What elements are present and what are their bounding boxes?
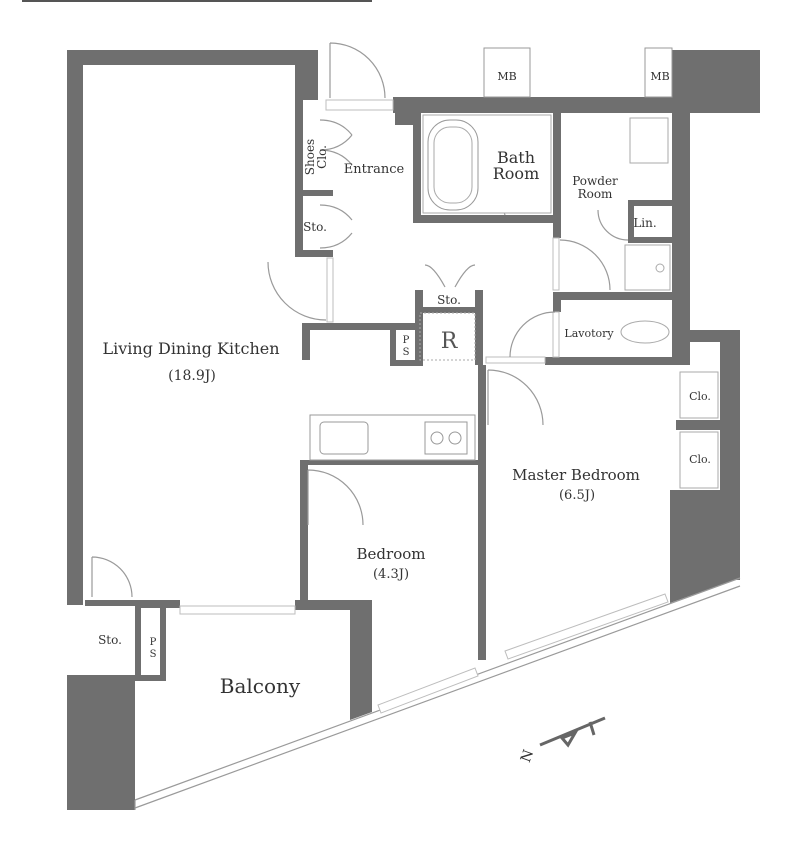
mb-label-2: MB — [650, 70, 669, 83]
powder-label-2: Room — [578, 187, 613, 201]
ps-balcony-label-1: P — [150, 637, 157, 648]
bedroom-label: Bedroom — [357, 545, 426, 563]
ldk-label: Living Dining Kitchen — [102, 339, 279, 358]
shoes-label: Shoes — [303, 139, 317, 175]
exterior-lines — [134, 99, 741, 810]
clo-label-1: Clo. — [689, 390, 711, 403]
entrance-label: Entrance — [344, 162, 405, 177]
clo-label-2: Clo. — [689, 453, 711, 466]
r-label: R — [441, 329, 459, 354]
bath-label-1: Bath — [497, 148, 535, 167]
lavotory-label: Lavotory — [564, 327, 614, 340]
bedroom-size: (4.3J) — [373, 567, 409, 582]
ps-center-label-2: S — [403, 347, 410, 358]
balcony-label: Balcony — [220, 674, 301, 698]
mb-label-1: MB — [497, 70, 516, 83]
sto-center-label: Sto. — [437, 293, 461, 307]
bath-label-2: Room — [493, 164, 539, 183]
mb-boxes — [483, 47, 673, 98]
ldk-size: (18.9J) — [168, 368, 216, 384]
fixtures — [309, 114, 719, 489]
lin-label: Lin. — [633, 216, 656, 230]
master-label: Master Bedroom — [512, 466, 640, 484]
compass-north-label: N — [518, 748, 537, 765]
top-rule — [22, 0, 372, 2]
walls — [67, 50, 760, 810]
ps-balcony-label-2: S — [150, 649, 157, 660]
powder-label-1: Powder — [572, 174, 618, 188]
ps-center-label-1: P — [403, 335, 410, 346]
master-size: (6.5J) — [559, 488, 595, 503]
sto-entrance-label: Sto. — [303, 220, 327, 234]
sto-balcony-label: Sto. — [98, 633, 122, 647]
room-labels: Living Dining Kitchen (18.9J) Master Bed… — [98, 70, 711, 698]
shoes-clo-label: Clo. — [315, 145, 329, 169]
compass: N — [518, 716, 606, 765]
